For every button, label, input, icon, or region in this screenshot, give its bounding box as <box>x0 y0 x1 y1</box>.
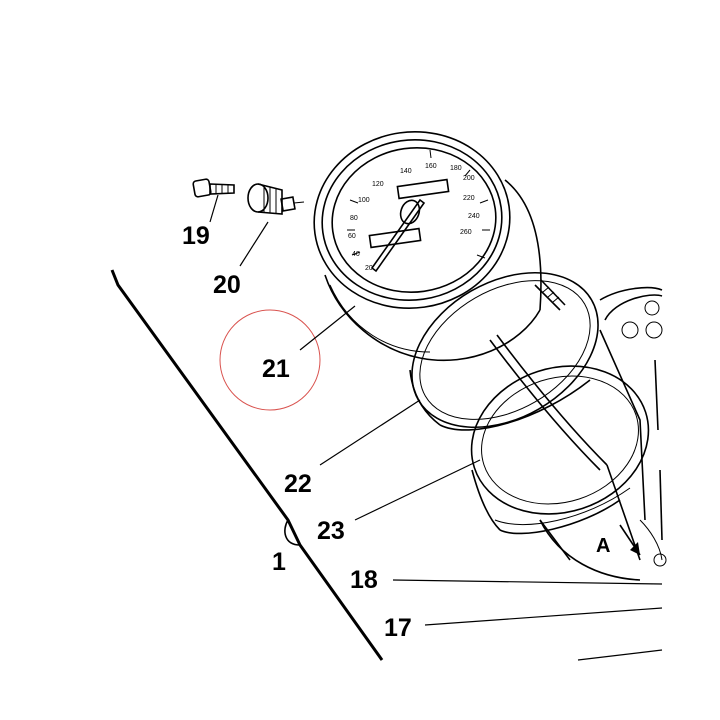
part-19-screw <box>192 178 235 198</box>
dial-number-20: 20 <box>365 265 373 272</box>
label-23: 23 <box>317 517 345 545</box>
dial-number-100: 100 <box>358 197 370 204</box>
label-18: 18 <box>350 566 378 594</box>
label-1: 1 <box>272 548 286 576</box>
label-17: 17 <box>384 614 412 642</box>
part-22-ring <box>409 271 599 431</box>
dial-number-260: 260 <box>460 229 472 236</box>
dial-number-40: 40 <box>352 251 360 258</box>
part-20-knob <box>247 183 305 215</box>
dial-tick-marks <box>347 149 490 259</box>
dial-number-240: 240 <box>468 213 480 220</box>
cluster-housing <box>539 286 667 581</box>
dial-number-140: 140 <box>400 168 412 175</box>
dial-number-120: 120 <box>372 181 384 188</box>
part-23-sleeve <box>470 365 650 535</box>
dial-number-180: 180 <box>450 165 462 172</box>
dial-number-80: 80 <box>350 215 358 222</box>
leader-lines <box>209 194 663 661</box>
frame-line <box>110 269 384 661</box>
dial-number-200: 200 <box>463 175 475 182</box>
label-22: 22 <box>284 470 312 498</box>
dial-number-60: 60 <box>348 233 356 240</box>
label-19: 19 <box>182 222 210 250</box>
label-detail-a: A <box>596 535 610 557</box>
detail-a-arrow <box>619 524 641 556</box>
highlight-circle <box>219 309 321 411</box>
dial-number-160: 160 <box>425 163 437 170</box>
part-21-speedometer: 20 40 60 80 100 120 140 160 180 200 220 … <box>313 130 641 561</box>
dial-number-220: 220 <box>463 195 475 202</box>
label-21: 21 <box>262 355 290 383</box>
label-20: 20 <box>213 271 241 299</box>
